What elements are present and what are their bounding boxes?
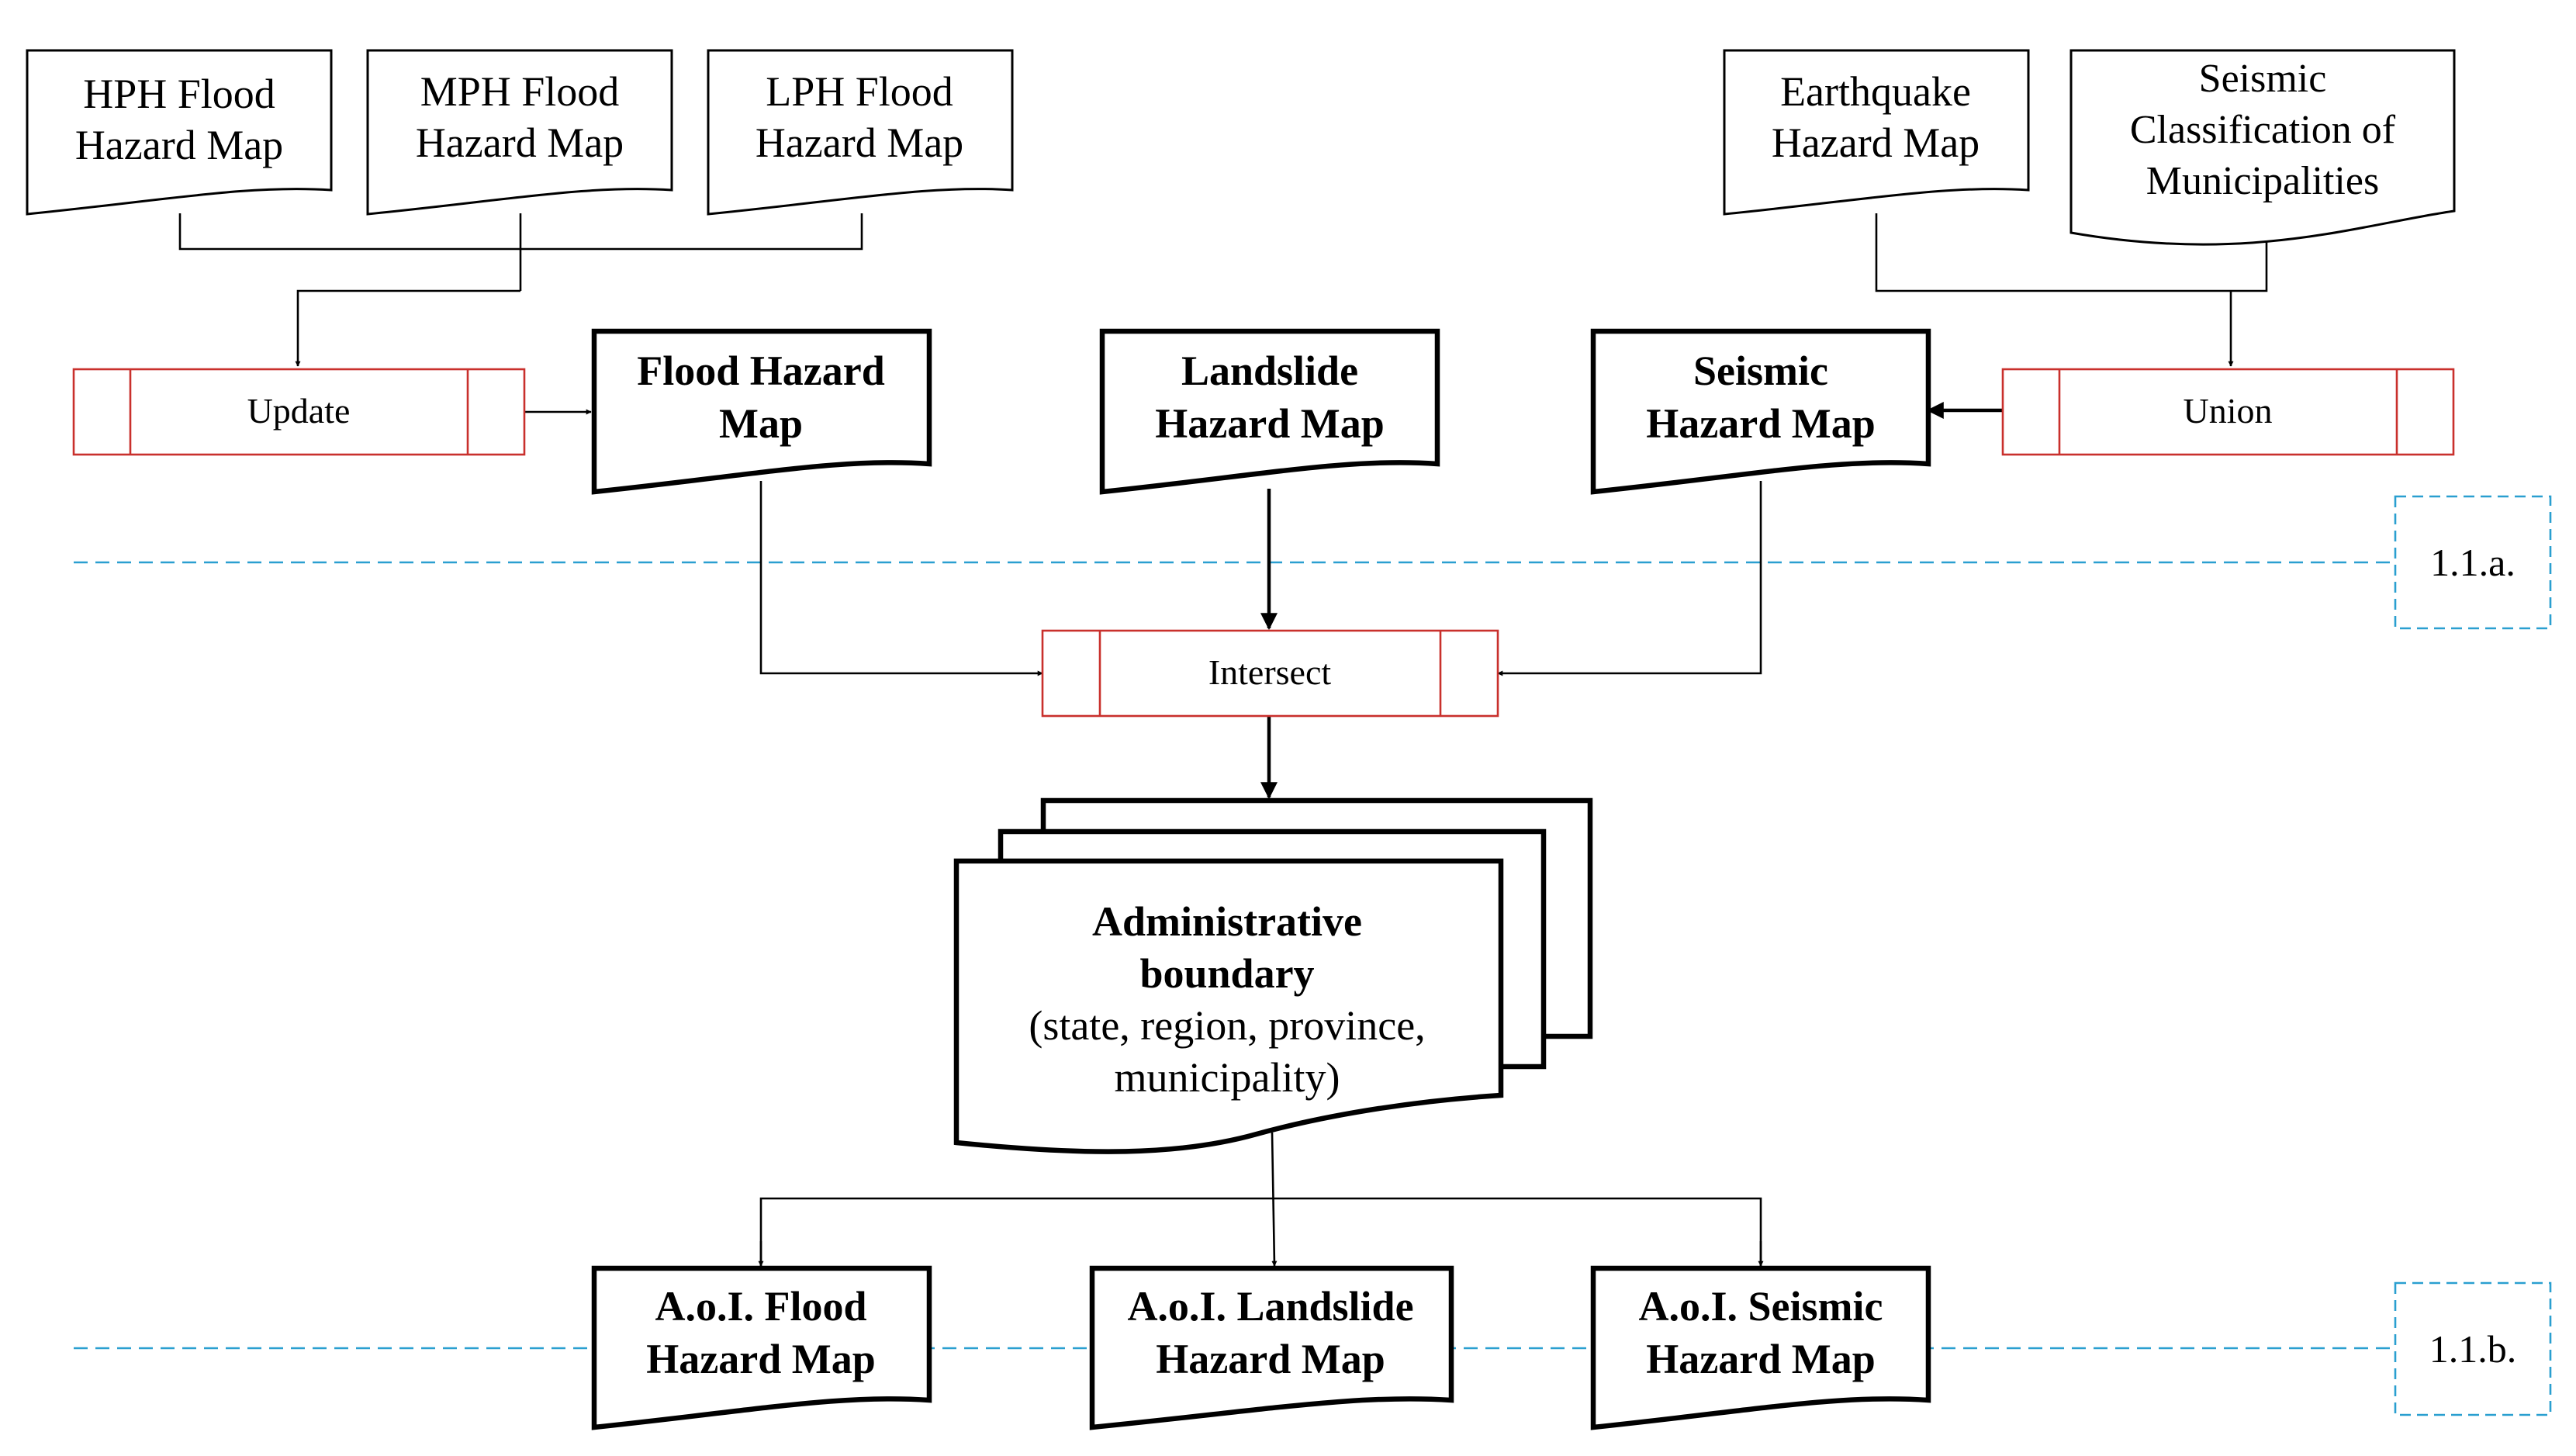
landslide-map-line-1: Landslide	[1181, 348, 1358, 394]
connector-seismic-inputs-to-union	[1875, 213, 2268, 367]
update-process[interactable]: Update	[72, 368, 526, 456]
stage-label-b-text: 1.1.b.	[2429, 1327, 2517, 1371]
seismic-class-line-2: Classification of	[2130, 108, 2396, 152]
intersect-process[interactable]: Intersect	[1041, 629, 1499, 718]
admin-title-line-1: Administrative	[1092, 898, 1362, 945]
seismic-class-line-1: Seismic	[2199, 57, 2327, 101]
lph-line-2: Hazard Map	[756, 119, 963, 166]
aoi-seismic-line-1: A.o.I. Seismic	[1639, 1283, 1883, 1330]
admin-detail-line-2: municipality)	[1115, 1054, 1340, 1101]
mph-line-2: Hazard Map	[416, 119, 624, 166]
update-label: Update	[247, 391, 351, 431]
aoi-flood-line-2: Hazard Map	[646, 1336, 875, 1382]
intersect-label: Intersect	[1208, 652, 1332, 692]
earthquake-line-2: Hazard Map	[1772, 119, 1980, 166]
union-label: Union	[2184, 391, 2273, 431]
admin-detail-line-1: (state, region, province,	[1029, 1002, 1425, 1049]
flood-map-line-2: Map	[719, 400, 803, 447]
stage-label-1-1-b: 1.1.b.	[2394, 1281, 2552, 1416]
lph-line-1: LPH Flood	[766, 68, 953, 115]
flood-map-line-1: Flood Hazard	[637, 348, 885, 394]
aoi-landslide-line-1: A.o.I. Landslide	[1127, 1283, 1413, 1330]
stage-label-1-1-a: 1.1.a.	[2394, 495, 2552, 630]
hph-line-1: HPH Flood	[83, 71, 275, 117]
hph-line-2: Hazard Map	[75, 122, 283, 168]
landslide-map-line-2: Hazard Map	[1155, 400, 1384, 447]
seismic-map-line-1: Seismic	[1693, 348, 1828, 394]
svg-text:(state, region, province,munic: (state, region, province, municipality)	[1029, 1002, 1425, 1101]
earthquake-line-1: Earthquake	[1780, 68, 1971, 115]
stage-label-a-text: 1.1.a.	[2430, 541, 2515, 584]
aoi-landslide-line-2: Hazard Map	[1156, 1336, 1385, 1382]
seismic-map-line-2: Hazard Map	[1646, 400, 1875, 447]
connector-flood-inputs-to-update	[178, 213, 863, 367]
aoi-flood-line-1: A.o.I. Flood	[655, 1283, 866, 1330]
aoi-seismic-line-2: Hazard Map	[1646, 1336, 1875, 1382]
connector-admin-boundary-to-outputs	[758, 1132, 1764, 1267]
administrative-boundary-stack[interactable]: Administrative boundary (state, region, p…	[953, 797, 1593, 1154]
union-process[interactable]: Union	[2001, 368, 2455, 456]
seismic-class-line-3: Municipalities	[2146, 159, 2379, 203]
connector-seismic-map-to-intersect	[1497, 481, 1762, 676]
connector-flood-map-to-intersect	[759, 481, 1043, 676]
mph-line-1: MPH Flood	[420, 68, 620, 115]
admin-title-line-2: boundary	[1139, 950, 1314, 997]
